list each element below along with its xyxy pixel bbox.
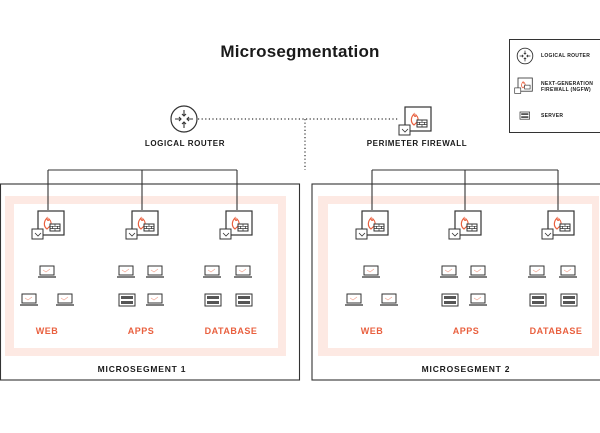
laptop-icon (233, 265, 253, 278)
firewall-icon (514, 77, 533, 94)
zone-label-database: DATABASE (204, 326, 258, 336)
laptop-icon (145, 293, 165, 306)
server-icon (441, 293, 459, 307)
legend-icons (514, 47, 534, 120)
segment-label-2: MICROSEGMENT 2 (421, 364, 511, 374)
perimeter-firewall-label: PERIMETER FIREWALL (366, 139, 468, 148)
router-icon (516, 47, 534, 65)
laptop-icon (527, 265, 547, 278)
legend-firewall-label-2: FIREWALL (NGFW) (541, 87, 591, 93)
zone-label-web: WEB (35, 326, 59, 336)
laptop-icon (379, 293, 399, 306)
server-icon (519, 111, 530, 120)
laptop-icon (468, 293, 488, 306)
zone-label-web: WEB (360, 326, 384, 336)
firewall-icon (398, 106, 432, 136)
laptop-icon (37, 265, 57, 278)
laptop-icon (19, 293, 39, 306)
router-icon (170, 105, 198, 133)
zone-label-database: DATABASE (529, 326, 583, 336)
legend: LOGICAL ROUTER NEXT-GENERATION FIREWALL … (509, 39, 600, 133)
laptop-icon (116, 265, 136, 278)
segment-label-1: MICROSEGMENT 1 (97, 364, 187, 374)
legend-router-label: LOGICAL ROUTER (541, 53, 591, 59)
server-icon (118, 293, 136, 307)
laptop-icon (55, 293, 75, 306)
laptop-icon (361, 265, 381, 278)
zone-label-apps: APPS (127, 326, 155, 336)
laptop-icon (344, 293, 364, 306)
laptop-icon (468, 265, 488, 278)
legend-firewall-label-1: NEXT-GENERATION (541, 81, 594, 87)
server-icon (560, 293, 578, 307)
zone-label-apps: APPS (452, 326, 480, 336)
server-icon (529, 293, 547, 307)
laptop-icon (145, 265, 165, 278)
legend-server-label: SERVER (541, 113, 564, 119)
server-icon (235, 293, 253, 307)
page-title: Microsegmentation (220, 42, 380, 61)
laptop-icon (439, 265, 459, 278)
server-icon (204, 293, 222, 307)
laptop-icon (558, 265, 578, 278)
logical-router-label: LOGICAL ROUTER (144, 139, 226, 148)
laptop-icon (202, 265, 222, 278)
